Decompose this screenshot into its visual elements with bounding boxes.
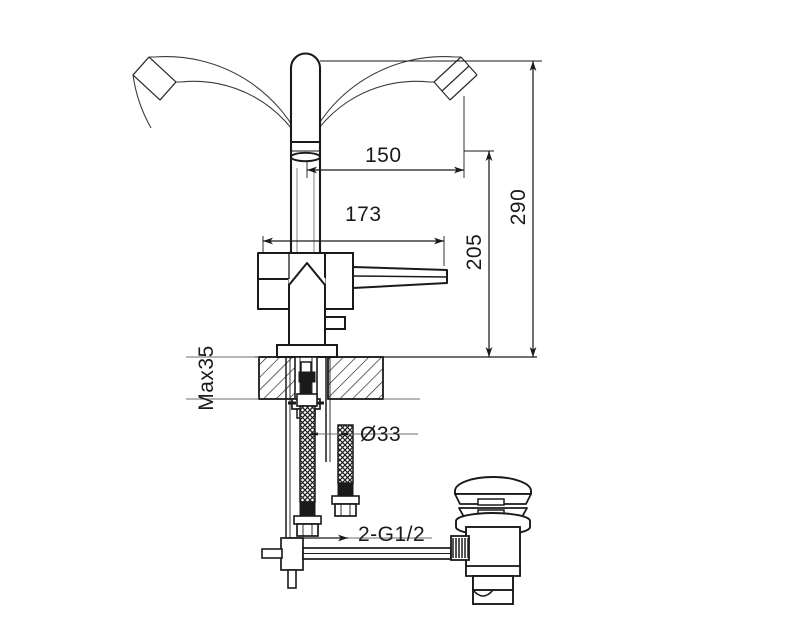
dimension-handle-span: 173 — [262, 203, 445, 266]
dimension-label-150: 150 — [365, 144, 402, 167]
dimension-spout-reach: 150 — [306, 96, 465, 178]
swivel-spout-left-tip — [132, 56, 177, 101]
dimension-label-max35: Max35 — [195, 345, 218, 411]
shank-guide-rails — [285, 357, 331, 545]
valve-body — [257, 252, 354, 358]
supply-hose-long — [293, 371, 322, 537]
dimension-max-deck-thickness: Max35 — [195, 345, 218, 411]
supply-hose-short — [331, 424, 360, 517]
dimension-mounting-hole: Ø33 — [311, 423, 418, 446]
dimension-label-290: 290 — [507, 189, 530, 226]
dimension-label-2-g-half: 2-G1/2 — [358, 523, 425, 546]
dimension-supply-thread: 2-G1/2 — [288, 523, 432, 546]
dimension-label-205: 205 — [463, 234, 486, 271]
pop-up-drain — [450, 476, 532, 605]
dimension-label-173: 173 — [345, 203, 382, 226]
dimension-label-diameter-33: Ø33 — [360, 423, 401, 446]
lever-handle[interactable] — [352, 266, 448, 289]
dimension-overall-height: 290 — [320, 60, 542, 357]
dimension-spout-height: 205 — [463, 150, 494, 357]
lift-rod-assembly — [261, 537, 452, 589]
